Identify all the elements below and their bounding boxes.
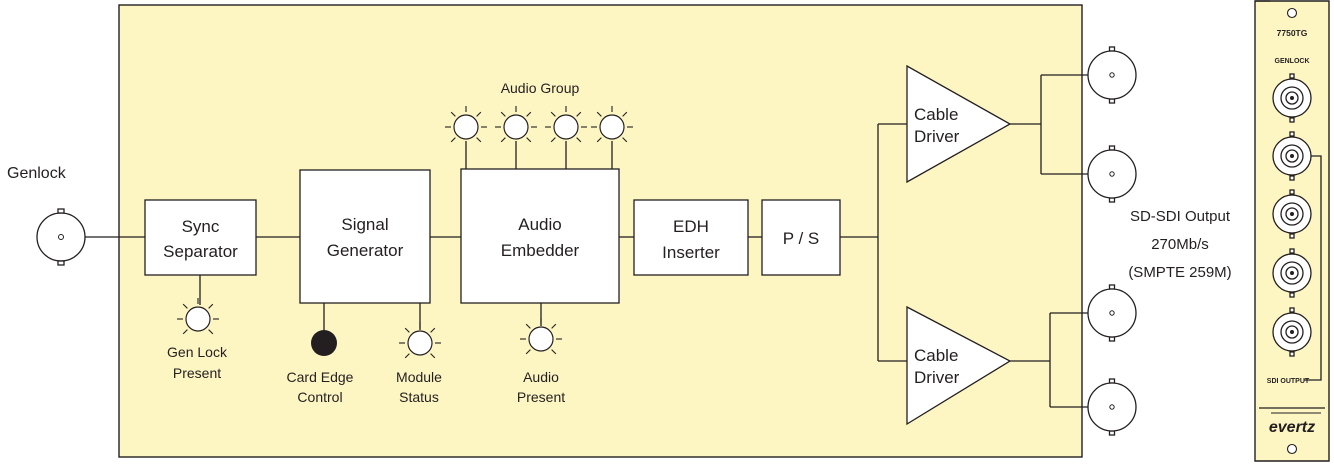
panel-screw-top <box>1286 7 1298 19</box>
svg-text:Signal: Signal <box>341 215 388 234</box>
audio-group-led-2 <box>495 106 537 143</box>
panel-genlock-label: GENLOCK <box>1275 58 1310 65</box>
audio-present-led <box>520 318 562 355</box>
panel-bnc-connectors <box>1272 73 1312 357</box>
svg-text:Cable: Cable <box>914 105 958 124</box>
panel-sdi-output-label: SDI OUTPUT <box>1267 378 1310 385</box>
panel-sdi-bnc-4 <box>1272 307 1312 357</box>
output-label-1: SD-SDI Output <box>1130 208 1231 225</box>
audio-present-label-1: Audio <box>523 369 559 385</box>
panel-model-label: 7750TG <box>1277 28 1308 38</box>
module-status-label-1: Module <box>396 369 442 385</box>
output-bnc-2 <box>1087 145 1137 203</box>
panel-sdi-bnc-1 <box>1272 131 1312 181</box>
output-label-2: 270Mb/s <box>1151 236 1209 253</box>
panel-sdi-bnc-2 <box>1272 189 1312 239</box>
output-bnc-4 <box>1087 378 1137 436</box>
svg-text:Separator: Separator <box>163 242 238 261</box>
module-status-label-2: Status <box>399 389 439 405</box>
led-indicators <box>177 106 633 359</box>
signal-flow-lines <box>85 74 1088 408</box>
ps-block: P / S <box>761 199 841 276</box>
cable-driver-bottom: Cable Driver <box>906 305 1012 426</box>
output-bnc-1 <box>1087 46 1137 104</box>
svg-text:Audio: Audio <box>518 215 561 234</box>
svg-text:Generator: Generator <box>327 241 404 260</box>
gen-lock-present-label-2: Present <box>173 365 221 381</box>
audio-group-led-3 <box>545 106 587 143</box>
output-label-3: (SMPTE 259M) <box>1128 264 1231 281</box>
gen-lock-present-label-1: Gen Lock <box>167 344 228 360</box>
svg-text:Driver: Driver <box>914 368 960 387</box>
panel-sdi-bnc-3 <box>1272 248 1312 298</box>
genlock-input-bnc <box>36 208 86 266</box>
evertz-logo: evertz <box>1269 419 1315 436</box>
audio-group-label: Audio Group <box>501 80 580 96</box>
genlock-label: Genlock <box>7 165 67 182</box>
module-status-led <box>399 322 441 359</box>
svg-text:Sync: Sync <box>182 217 220 236</box>
panel-genlock-bnc <box>1272 73 1312 123</box>
audio-embedder-block: Audio Embedder <box>460 168 620 304</box>
output-bnc-connectors <box>1087 46 1137 436</box>
edh-inserter-block: EDH Inserter <box>633 199 749 276</box>
output-bnc-3 <box>1087 284 1137 342</box>
audio-group-led-1 <box>445 106 487 143</box>
audio-present-label-2: Present <box>517 389 565 405</box>
svg-text:Cable: Cable <box>914 346 958 365</box>
audio-group-led-4 <box>591 106 633 143</box>
sync-separator-block: Sync Separator <box>144 199 257 276</box>
panel-screw-bottom <box>1286 443 1298 455</box>
signal-generator-block: Signal Generator <box>299 169 431 304</box>
card-edge-control-knob <box>311 330 337 356</box>
svg-text:Embedder: Embedder <box>501 241 580 260</box>
card-edge-control-label-2: Control <box>297 389 342 405</box>
cable-driver-top: Cable Driver <box>906 64 1012 184</box>
svg-text:Inserter: Inserter <box>662 243 720 262</box>
card-edge-control-label-1: Card Edge <box>287 369 354 385</box>
svg-text:P / S: P / S <box>783 229 820 248</box>
gen-lock-present-led <box>177 298 219 335</box>
svg-text:Driver: Driver <box>914 127 960 146</box>
svg-text:EDH: EDH <box>673 217 709 236</box>
